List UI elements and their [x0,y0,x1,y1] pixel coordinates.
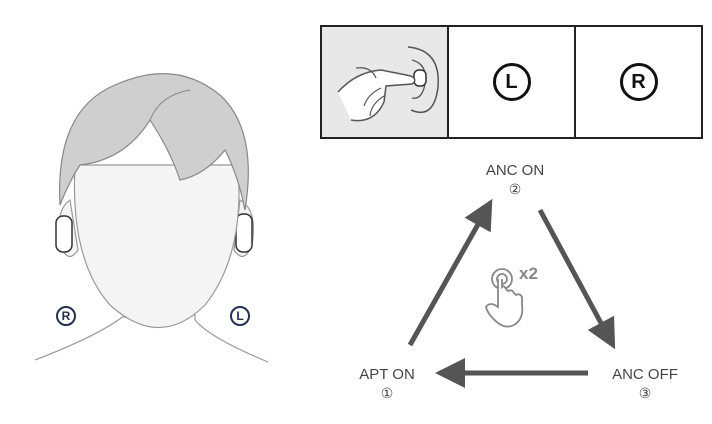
finger-tap-ear-icon [336,46,439,122]
anc-on-number: ② [508,181,522,197]
anc-off-label: ANC OFF ③ [595,366,695,402]
left-earbud-badge: L [492,63,531,101]
anc-off-number: ③ [638,385,652,401]
mode-cycle-diagram [407,198,616,388]
anc-on-text: ANC ON [485,162,545,179]
head-illustration-icon [34,73,269,363]
apt-on-text: APT ON [359,366,415,383]
left-ear-badge: L [230,306,250,326]
arrow-icon [407,198,493,347]
anc-on-label: ANC ON ② [465,162,565,198]
right-column-cell: R [574,27,701,137]
gesture-table: L R [320,25,703,139]
left-column-cell: L [447,27,574,137]
tap-count-label: x2 [519,264,538,283]
apt-on-label: APT ON ① [337,366,437,402]
right-earbud-badge: R [619,63,658,101]
right-ear-badge: R [56,306,76,326]
apt-on-number: ① [380,385,394,401]
anc-off-text: ANC OFF [612,366,678,383]
tap-illustration-cell [322,27,447,137]
arrow-icon [537,208,616,350]
hand-double-tap-icon [485,268,524,328]
